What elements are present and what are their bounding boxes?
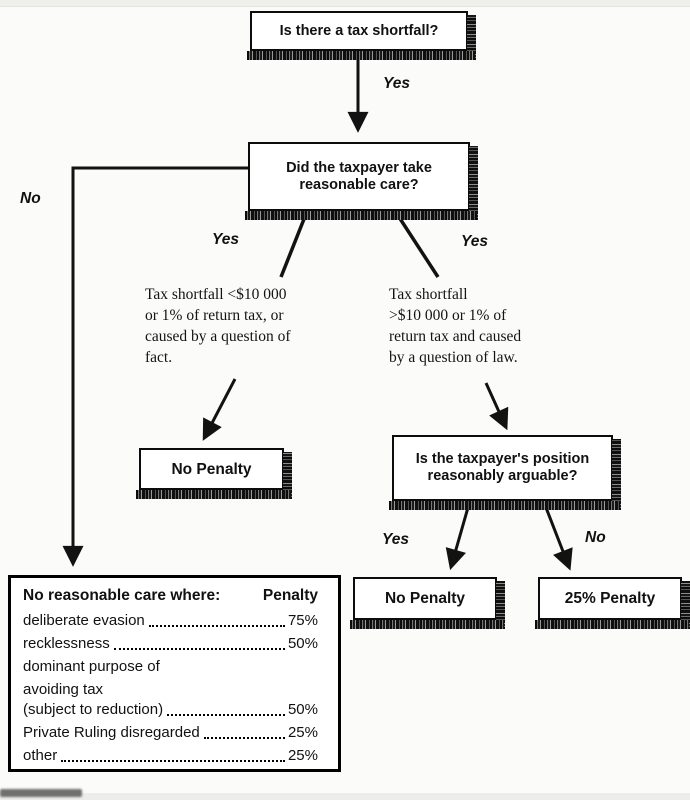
note-line: Tax shortfall <$10 000 — [145, 286, 287, 303]
node-label-line: Did the taxpayer take — [286, 159, 432, 176]
edge-label-care-no: No — [20, 190, 41, 207]
row-label: other — [23, 747, 58, 764]
edge-care-yes-left-line — [279, 213, 308, 278]
table-header: No reasonable care where: Penalty — [23, 587, 318, 605]
note-shortfall-over-10000: Tax shortfall >$10 000 or 1% of return t… — [389, 284, 574, 368]
node-label: 25% Penalty — [564, 590, 656, 607]
edge-care-yes-right-line — [395, 213, 440, 278]
node-reasonable-care-question: Did the taxpayer take reasonable care? — [245, 142, 478, 220]
row-value: 50% — [287, 701, 318, 718]
edge-left-note-arrow — [202, 378, 237, 441]
row-value: 75% — [287, 612, 318, 629]
table-title: No reasonable care where: — [23, 587, 221, 604]
scan-bottom-edge — [0, 793, 690, 800]
node-label-line: reasonable care? — [299, 176, 419, 193]
dot-leader — [203, 737, 285, 739]
edge-right-note-arrow — [484, 382, 509, 431]
edge-label-shortfall-yes: Yes — [383, 75, 411, 92]
table-row: other 25% — [23, 747, 318, 765]
note-line: >$10 000 or 1% of — [389, 307, 507, 324]
edge-label-arguable-no: No — [585, 529, 606, 546]
node-label: Is there a tax shortfall? — [279, 22, 439, 39]
note-line: by a question of law. — [389, 349, 518, 366]
note-line: return tax and caused — [389, 328, 522, 345]
scan-top-edge — [0, 0, 690, 7]
note-shortfall-under-10000: Tax shortfall <$10 000 or 1% of return t… — [145, 284, 340, 368]
node-tax-shortfall-question: Is there a tax shortfall? — [247, 11, 476, 60]
row-value: 50% — [287, 635, 318, 652]
dot-leader — [167, 714, 285, 716]
note-line: or 1% of return tax, or — [145, 307, 284, 324]
node-no-penalty-right: No Penalty — [350, 577, 505, 629]
row-label: Private Ruling disregarded — [23, 724, 200, 741]
table-row: deliberate evasion 75% — [23, 612, 318, 630]
edge-label-arguable-yes: Yes — [382, 531, 410, 548]
edge-care-no-arrow — [62, 166, 248, 567]
node-label: No Penalty — [384, 590, 466, 607]
row-label-continued: dominant purpose of — [23, 658, 160, 675]
node-25-percent-penalty: 25% Penalty — [535, 577, 690, 629]
table-row: recklessness 50% — [23, 635, 318, 653]
row-value: 25% — [287, 747, 318, 764]
node-no-penalty-left: No Penalty — [136, 448, 292, 499]
row-value: 25% — [287, 724, 318, 741]
node-label-line: Is the taxpayer's position — [415, 451, 590, 467]
dot-leader — [148, 625, 285, 627]
edge-arguable-no-arrow — [543, 504, 573, 571]
table-row: Private Ruling disregarded 25% — [23, 724, 318, 742]
edge-label-care-yes-left: Yes — [212, 231, 240, 248]
row-label: recklessness — [23, 635, 110, 652]
note-line: fact. — [145, 349, 173, 366]
dot-leader — [61, 760, 285, 762]
row-label: (subject to reduction) — [23, 701, 164, 718]
row-label-continued: avoiding tax — [23, 681, 104, 698]
edge-arguable-yes-arrow — [445, 503, 471, 571]
no-reasonable-care-penalty-table: No reasonable care where: Penalty delibe… — [8, 575, 341, 772]
node-label: No Penalty — [171, 460, 252, 478]
dot-leader — [113, 648, 285, 650]
table-row: (subject to reduction) 50% — [23, 701, 318, 719]
node-label-line: reasonably arguable? — [427, 468, 578, 484]
note-line: caused by a question of — [145, 328, 291, 345]
note-line: Tax shortfall — [389, 286, 468, 303]
row-label: deliberate evasion — [23, 612, 145, 629]
scan-artifact — [0, 789, 82, 797]
penalty-column-header: Penalty — [262, 587, 318, 604]
node-reasonably-arguable-question: Is the taxpayer's position reasonably ar… — [389, 435, 621, 510]
edge-label-care-yes-right: Yes — [461, 233, 489, 250]
